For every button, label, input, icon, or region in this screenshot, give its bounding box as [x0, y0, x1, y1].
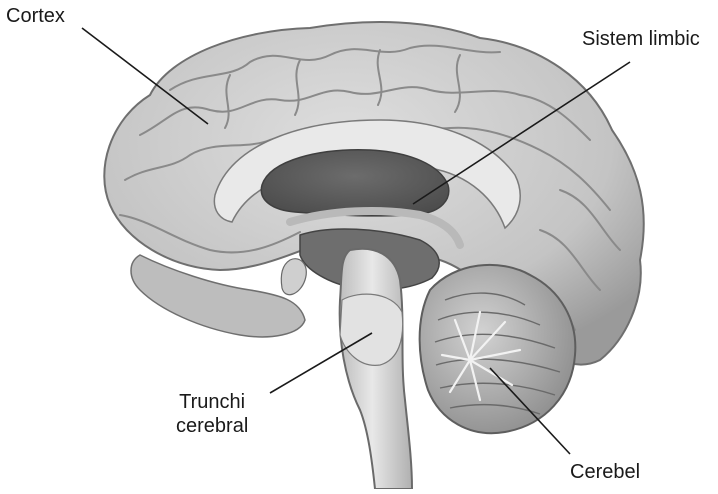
label-brainstem-line2: cerebral: [176, 414, 248, 438]
brainstem: [340, 249, 412, 489]
label-cerebellum: Cerebel: [570, 460, 640, 484]
label-brainstem: Trunchi cerebral: [176, 390, 248, 438]
label-brainstem-line1: Trunchi: [176, 390, 248, 414]
cerebellum: [420, 265, 576, 433]
hypothalamus: [281, 259, 306, 295]
label-cortex: Cortex: [6, 4, 65, 28]
cerebellum-group: [420, 265, 576, 433]
label-limbic-system: Sistem limbic: [582, 27, 700, 51]
